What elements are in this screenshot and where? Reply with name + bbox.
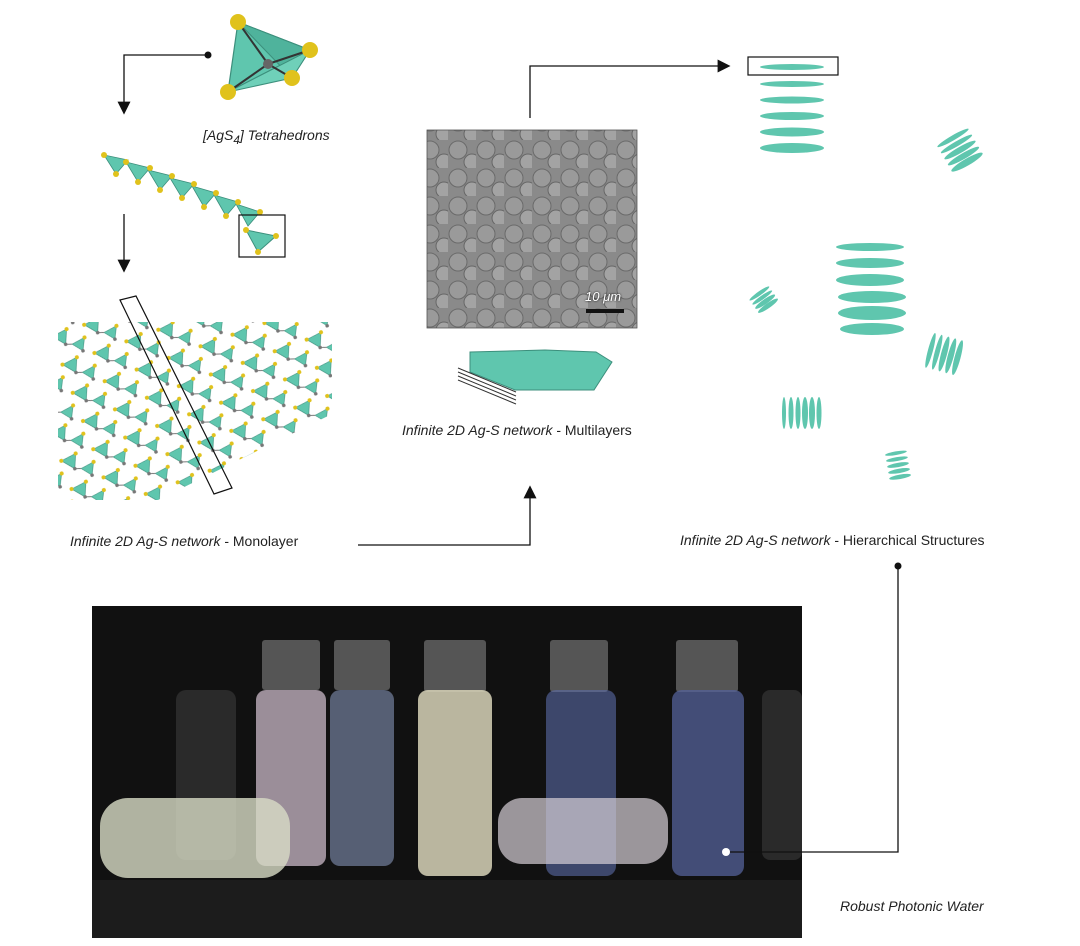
monolayer-lattice — [58, 295, 332, 500]
hierarchical-label: Infinite 2D Ag-S network - Hierarchical … — [680, 532, 985, 548]
tetrahedron-label-suffix: ] Tetrahedrons — [239, 127, 330, 143]
tetrahedron-label-prefix: [AgS — [203, 127, 234, 143]
hierarchical-fragment-2 — [749, 286, 778, 313]
multilayer-sketch — [457, 349, 613, 405]
multilayers-label-italic: Infinite 2D Ag-S network — [402, 422, 553, 438]
arrow-monolayer-to-multilayers — [358, 485, 537, 546]
monolayer-label-italic: Infinite 2D Ag-S network — [70, 533, 221, 549]
multilayers-label-plain: - Multilayers — [552, 422, 632, 438]
hierarchical-fragment-5 — [885, 450, 911, 480]
monolayer-label-plain: - Monolayer — [220, 533, 299, 549]
photonic-water-label: Robust Photonic Water — [840, 898, 984, 914]
sem-micrograph — [426, 129, 638, 329]
arrow-multilayers-to-hierarchical — [529, 59, 731, 118]
tetrahedron-label: [AgS4] Tetrahedrons — [203, 127, 330, 147]
hierarchical-fragment-3 — [925, 332, 964, 376]
connector-hierarchical-to-water — [722, 562, 902, 856]
hierarchical-label-italic: Infinite 2D Ag-S network — [680, 532, 831, 548]
hierarchical-fragment-4 — [782, 397, 822, 429]
hierarchical-stack-main — [747, 56, 839, 153]
hierarchical-fragment-1 — [937, 128, 983, 172]
arrow-tetra-to-chain — [117, 51, 212, 115]
multilayers-label: Infinite 2D Ag-S network - Multilayers — [402, 422, 632, 438]
tetrahedron-label-subscript: 4 — [233, 133, 240, 147]
vials-photograph — [92, 606, 802, 938]
scale-bar-label: 10 μm — [585, 289, 622, 304]
scale-bar — [586, 309, 624, 313]
hierarchical-label-plain: - Hierarchical Structures — [830, 532, 985, 548]
hierarchical-stack-large — [836, 243, 906, 335]
ag-s-chain — [101, 152, 286, 258]
chain-highlight-box — [238, 214, 286, 258]
ags4-tetrahedron — [220, 14, 318, 100]
monolayer-label: Infinite 2D Ag-S network - Monolayer — [70, 533, 298, 549]
